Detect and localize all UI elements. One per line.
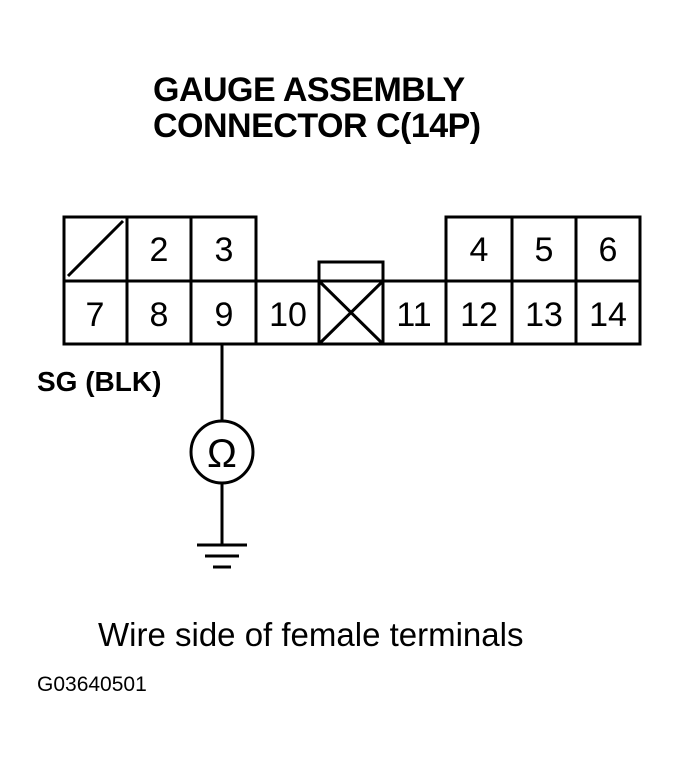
pin-label: 8 [150, 296, 169, 334]
title-line-1: GAUGE ASSEMBLY [153, 71, 465, 109]
pin-label: 11 [396, 296, 431, 334]
pin-label: 6 [599, 231, 618, 269]
wire-label: SG (BLK) [37, 366, 162, 397]
title-line-2: CONNECTOR C(14P) [153, 107, 481, 145]
ground-icon [197, 543, 247, 569]
pin-label: 12 [460, 296, 498, 334]
pin-label: 10 [269, 296, 307, 334]
pin-label: 7 [86, 296, 105, 334]
figure-code: G03640501 [37, 673, 147, 696]
lock-cross-b [317, 279, 385, 346]
pin-label: 13 [525, 296, 563, 334]
connector-cell-14 [574, 279, 642, 346]
pin-label: 14 [589, 296, 627, 334]
unused-cavity-slash [66, 219, 125, 278]
pin-label: 9 [215, 296, 234, 334]
ohm-symbol: Ω [207, 432, 237, 476]
pin-label: 2 [150, 231, 169, 269]
pin-label: 4 [470, 231, 489, 269]
pin-label: 3 [215, 231, 234, 269]
locking-tab [317, 260, 385, 283]
caption: Wire side of female terminals [98, 616, 524, 653]
pin-label: 5 [535, 231, 554, 269]
diagram-title: GAUGE ASSEMBLY CONNECTOR C(14P) [153, 72, 481, 144]
